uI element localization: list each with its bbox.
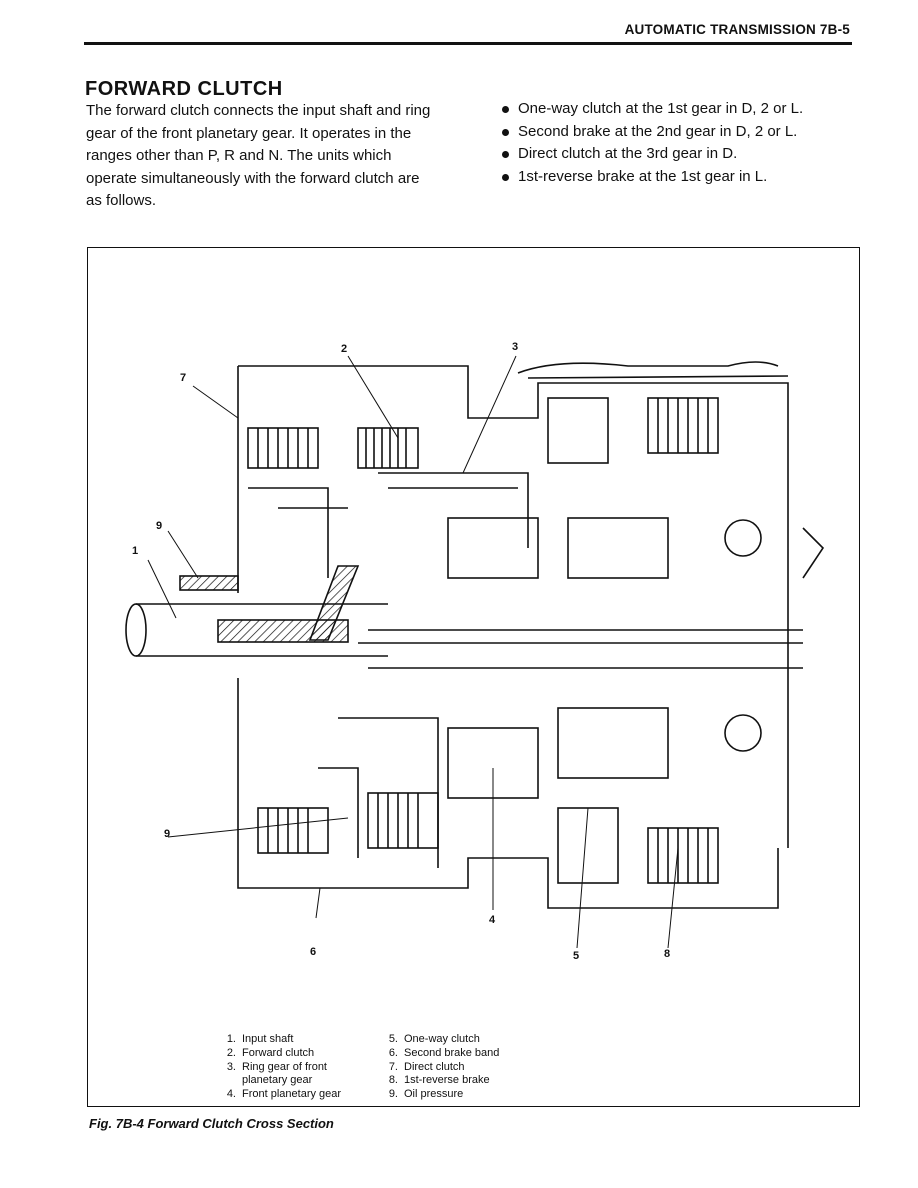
running-header: AUTOMATIC TRANSMISSION 7B-5 xyxy=(624,22,850,37)
legend-row: 5. One-way clutch xyxy=(380,1033,522,1047)
bullet-item: 1st-reverse brake at the 1st gear in L. xyxy=(500,166,803,189)
bullet-item: One-way clutch at the 1st gear in D, 2 o… xyxy=(500,98,803,121)
housing-upper xyxy=(237,365,789,593)
legend-text: Ring gear of front planetary gear xyxy=(242,1060,327,1087)
legend-text: 1st-reverse brake xyxy=(404,1074,490,1087)
legend-column-2: 5. One-way clutch 6. Second brake band 7. D… xyxy=(380,1033,522,1102)
leader-lines xyxy=(147,355,679,949)
input-shaft-end xyxy=(125,603,147,657)
callout-7: 7 xyxy=(180,372,187,384)
figure-frame: 1 2 3 4 5 6 7 8 9 9 1. Input shaft 2. Forw… xyxy=(87,247,860,1107)
legend-text: Forward clutch xyxy=(242,1046,315,1059)
legend-text: Front planetary gear xyxy=(242,1088,342,1101)
callout-3: 3 xyxy=(512,341,519,353)
legend-num: 5. xyxy=(388,1033,398,1045)
legend-row: 7. Direct clutch xyxy=(380,1061,522,1075)
main-shaft xyxy=(358,629,803,669)
housing-lower xyxy=(237,678,779,909)
legend-num: 2. xyxy=(226,1046,236,1059)
bullet-item: Second brake at the 2nd gear in D, 2 or … xyxy=(500,121,803,144)
legend-row: 6. Second brake band xyxy=(380,1047,522,1061)
planetary-upper xyxy=(447,517,539,579)
intro-paragraph: The forward clutch connects the input sh… xyxy=(86,102,431,209)
legend-column-1: 1. Input shaft 2. Forward clutch 3. Ring ge… xyxy=(218,1033,360,1102)
forward-clutch-plates xyxy=(365,428,407,468)
oil-passage-upper xyxy=(248,487,348,578)
legend-row: 1. Input shaft xyxy=(218,1033,360,1047)
legend-text: Oil pressure xyxy=(404,1088,464,1101)
bearing-upper xyxy=(724,519,762,557)
callout-4: 4 xyxy=(489,914,496,926)
legend-num: 3. xyxy=(226,1060,236,1073)
section-title: FORWARD CLUTCH xyxy=(85,78,283,100)
legend-num: 9. xyxy=(388,1088,398,1101)
legend-num: 4. xyxy=(226,1088,236,1101)
oil-passage-lower xyxy=(318,717,439,868)
legend-row: 2. Forward clutch xyxy=(218,1047,360,1061)
brake-plates-upper xyxy=(657,398,709,453)
hatched-arm xyxy=(308,565,360,641)
legend-text: One-way clutch xyxy=(404,1033,480,1045)
legend-num: 7. xyxy=(388,1060,398,1073)
housing-outline-top xyxy=(517,361,779,374)
legend-text: Input shaft xyxy=(242,1033,294,1045)
brake-pack-lower xyxy=(647,827,719,884)
callout-6: 6 xyxy=(310,946,317,958)
bearing-lower xyxy=(724,714,762,752)
legend-num: 1. xyxy=(226,1033,236,1045)
hatched-flange xyxy=(179,575,239,591)
legend-text: Direct clutch xyxy=(404,1060,465,1073)
rear-planetary-lower xyxy=(557,707,669,779)
callout-5: 5 xyxy=(573,950,580,962)
header-rule xyxy=(84,42,852,45)
callout-9-upper: 9 xyxy=(156,520,163,532)
rear-planetary-upper xyxy=(567,517,669,579)
input-shaft xyxy=(136,603,388,657)
direct-clutch-lower xyxy=(257,807,329,854)
callout-8: 8 xyxy=(664,948,671,960)
direct-clutch-plates-lower xyxy=(267,808,309,853)
legend-num: 8. xyxy=(388,1074,398,1087)
legend-num: 6. xyxy=(388,1046,398,1059)
legend-row: 3. Ring gear of front planetary gear xyxy=(218,1061,360,1089)
callout-2: 2 xyxy=(341,343,348,355)
one-way-clutch-upper xyxy=(547,397,609,464)
figure-caption: Fig. 7B-4 Forward Clutch Cross Section xyxy=(89,1116,334,1131)
legend-text: Second brake band xyxy=(404,1046,500,1059)
housing-right xyxy=(787,418,825,848)
legend-row: 9. Oil pressure xyxy=(380,1088,522,1102)
forward-clutch-plates-lower xyxy=(377,793,419,848)
legend-row: 4. Front planetary gear xyxy=(218,1088,360,1102)
brake-plates-lower xyxy=(657,828,709,883)
brake-pack-upper xyxy=(647,397,719,454)
ring-gear-upper xyxy=(378,472,529,548)
simultaneous-units-list: One-way clutch at the 1st gear in D, 2 o… xyxy=(500,98,803,188)
legend-row: 8. 1st-reverse brake xyxy=(380,1074,522,1088)
direct-clutch-pack xyxy=(247,427,319,469)
bullet-item: Direct clutch at the 3rd gear in D. xyxy=(500,143,803,166)
forward-clutch-pack xyxy=(357,427,419,469)
callout-9-lower: 9 xyxy=(164,828,171,840)
one-way-clutch-lower xyxy=(557,807,619,884)
direct-clutch-plates xyxy=(257,428,309,468)
cross-section-diagram xyxy=(125,355,825,949)
callout-1: 1 xyxy=(132,545,139,557)
